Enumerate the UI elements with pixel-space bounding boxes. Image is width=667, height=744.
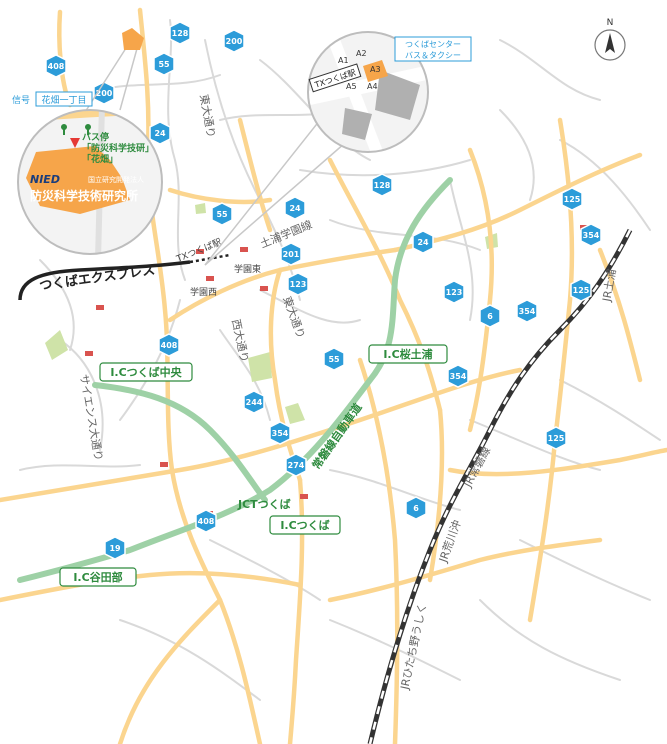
org-name: 防災科学技術研究所 xyxy=(30,188,138,203)
svg-text:6: 6 xyxy=(413,504,419,513)
red-arrow-icon xyxy=(70,138,80,148)
route-shield: 19 xyxy=(104,536,126,560)
ic-tsukuba: I.Cつくば xyxy=(280,518,329,532)
exit-a3: A3 xyxy=(370,65,381,74)
bus-center-line1: つくばセンター xyxy=(405,40,461,49)
svg-text:354: 354 xyxy=(519,307,536,316)
route-shield: 128 xyxy=(169,21,191,45)
route-shield: 128 xyxy=(371,173,393,197)
svg-text:201: 201 xyxy=(283,250,300,259)
inset-nied: 信号 花畑一丁目 バス停 「防災科学技研」 「花畑」 NIED 国立研究開発法人… xyxy=(12,91,163,255)
route-shield: 123 xyxy=(287,272,309,296)
svg-text:354: 354 xyxy=(450,372,467,381)
svg-text:24: 24 xyxy=(417,238,429,247)
jct-tsukuba: JCTつくば xyxy=(237,497,291,511)
bus-stop-icons xyxy=(61,124,91,135)
bus-stop-title: バス停 xyxy=(82,131,109,143)
route-shield: 408 xyxy=(195,509,217,533)
callout-lines xyxy=(79,44,346,266)
svg-text:24: 24 xyxy=(154,129,166,138)
svg-text:125: 125 xyxy=(548,434,565,443)
route-shield: 354 xyxy=(516,299,538,323)
route-shield: 125 xyxy=(545,426,567,450)
route-shield: 6 xyxy=(479,304,501,328)
route-shields: 128 200 408 55 200 24 128 55 24 201 24 1… xyxy=(45,21,602,560)
route-shield: 200 xyxy=(93,81,115,105)
svg-text:408: 408 xyxy=(48,62,65,71)
exit-a2: A2 xyxy=(356,49,367,58)
station-markers xyxy=(85,93,588,516)
route-shield: 123 xyxy=(443,280,465,304)
road-label-jr-tsuchiura: JR土浦 xyxy=(600,268,619,304)
bus-center-line2: バス＆タクシー xyxy=(405,51,461,60)
route-shield: 200 xyxy=(223,29,245,53)
exit-a5: A5 xyxy=(346,82,357,91)
nied-location-marker xyxy=(122,28,144,50)
ic-sakura-tsuchiura: I.C桜土浦 xyxy=(383,347,432,361)
svg-text:55: 55 xyxy=(158,60,170,69)
route-shield: 24 xyxy=(284,196,306,220)
ic-tsukuba-chuo: I.Cつくば中央 xyxy=(110,365,182,379)
svg-text:128: 128 xyxy=(374,181,391,190)
station-gakuen-nishi: 学園西 xyxy=(190,286,217,298)
route-shield: 244 xyxy=(243,390,265,414)
org-type: 国立研究開発法人 xyxy=(88,175,144,184)
svg-text:123: 123 xyxy=(290,280,307,289)
route-shield: 354 xyxy=(269,421,291,445)
bus-stop-line2: 「花畑」 xyxy=(82,153,118,165)
route-shield: 24 xyxy=(412,230,434,254)
route-shield: 55 xyxy=(211,202,233,226)
svg-text:128: 128 xyxy=(172,29,189,38)
road-label-higashi-odori-south: 東大通り xyxy=(280,294,308,340)
exit-a4: A4 xyxy=(367,82,378,91)
svg-text:408: 408 xyxy=(161,341,178,350)
north-label: N xyxy=(607,18,614,28)
svg-text:408: 408 xyxy=(198,517,215,526)
park-areas xyxy=(45,203,498,424)
station-labels: TXつくば駅 学園東 学園西 xyxy=(174,237,261,298)
svg-text:244: 244 xyxy=(246,398,263,407)
route-shield: 125 xyxy=(570,278,592,302)
svg-text:55: 55 xyxy=(328,355,340,364)
svg-text:200: 200 xyxy=(226,37,243,46)
route-shield: 125 xyxy=(561,187,583,211)
road-label-jr-hitachinoushiku: JRひたち野うしく xyxy=(398,602,429,692)
route-shield: 24 xyxy=(149,121,171,145)
ic-yatabe: I.C谷田部 xyxy=(73,570,122,584)
svg-text:125: 125 xyxy=(573,286,590,295)
svg-text:24: 24 xyxy=(289,204,301,213)
route-shield: 6 xyxy=(405,496,427,520)
svg-text:354: 354 xyxy=(272,429,289,438)
inset-tx-station: TXつくば駅 A1 A2 A3 A4 A5 つくばセンター バス＆タクシー xyxy=(307,31,472,153)
svg-text:354: 354 xyxy=(583,231,600,240)
svg-text:19: 19 xyxy=(109,544,121,553)
svg-text:6: 6 xyxy=(487,312,493,321)
road-label-higashi-odori-north: 東大通り xyxy=(197,93,218,139)
route-shield: 408 xyxy=(45,54,67,78)
signal-label: 信号 xyxy=(12,94,30,106)
bus-stop-line1: 「防災科学技研」 xyxy=(82,142,154,154)
svg-text:274: 274 xyxy=(288,461,305,470)
road-label-nishi-odori: 西大通り xyxy=(229,318,252,364)
svg-text:55: 55 xyxy=(216,210,228,219)
route-shield: 201 xyxy=(280,242,302,266)
svg-text:123: 123 xyxy=(446,288,463,297)
svg-text:125: 125 xyxy=(564,195,581,204)
route-shield: 55 xyxy=(323,347,345,371)
route-shield: 274 xyxy=(285,453,307,477)
route-shield: 55 xyxy=(153,52,175,76)
nied-logo: NIED xyxy=(30,173,60,186)
route-shield: 354 xyxy=(447,364,469,388)
intersection-label: 花畑一丁目 xyxy=(41,94,86,106)
north-arrow: N xyxy=(594,18,626,61)
interchange-labels: I.Cつくば中央 I.C桜土浦 I.Cつくば I.C谷田部 JCTつくば xyxy=(59,344,448,587)
jr-joban-line xyxy=(367,228,633,744)
svg-text:200: 200 xyxy=(96,89,113,98)
station-gakuen-higashi: 学園東 xyxy=(234,263,261,275)
minor-roads xyxy=(19,19,661,701)
exit-a1: A1 xyxy=(338,56,349,65)
route-shield: 408 xyxy=(158,333,180,357)
route-shield: 354 xyxy=(580,223,602,247)
